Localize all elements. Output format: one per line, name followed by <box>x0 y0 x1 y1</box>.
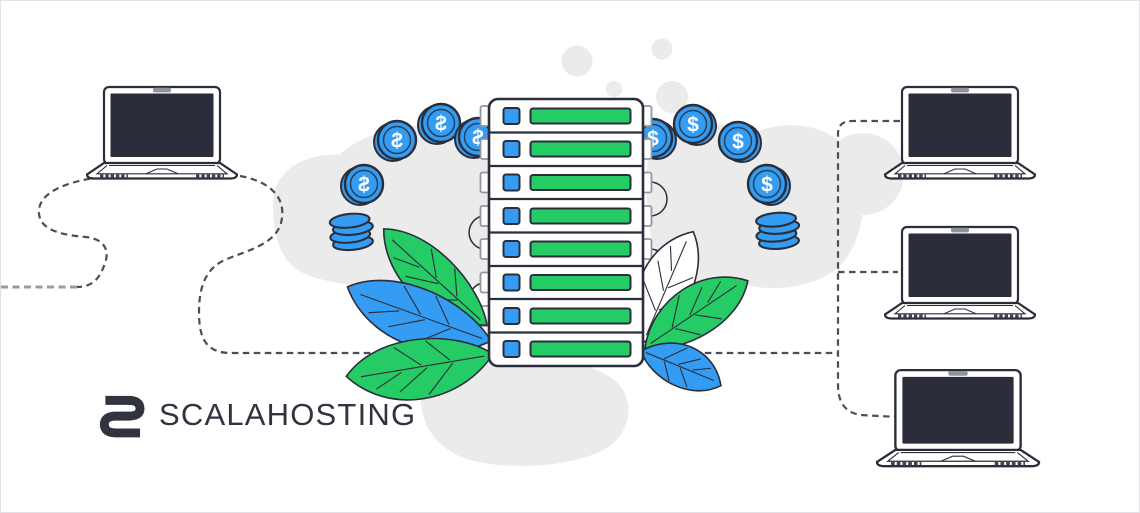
server-bar <box>529 140 632 158</box>
coin-stack-left <box>327 210 377 254</box>
server-row-dividers <box>489 131 643 334</box>
scalahosting-s-icon <box>99 395 145 438</box>
brand-logo: SCALAHOSTING <box>99 395 416 438</box>
server-led <box>502 340 521 358</box>
bg-circle <box>651 38 673 60</box>
connection-lines <box>1 119 900 419</box>
server-led <box>502 240 521 258</box>
brand-name: SCALAHOSTING <box>159 397 416 432</box>
coin-stack-right <box>753 209 803 252</box>
server-bar <box>529 240 632 258</box>
dollar-symbol: $ <box>435 113 447 136</box>
dollar-symbol: $ <box>761 174 773 197</box>
server-rack <box>487 97 645 368</box>
server-led <box>502 207 521 225</box>
laptop-left <box>85 85 239 181</box>
server-led <box>502 307 521 325</box>
bg-circle <box>656 81 688 113</box>
server-bar <box>529 274 632 291</box>
dollar-symbol: $ <box>391 130 403 153</box>
server-bar <box>529 107 632 125</box>
server-bar <box>529 340 632 358</box>
connection-right-trunk <box>836 119 900 419</box>
server-led <box>502 173 521 192</box>
server-bar <box>529 307 632 325</box>
dollar-coin: $ <box>340 163 385 206</box>
server-bar <box>529 207 632 225</box>
bg-blob-right <box>646 124 864 289</box>
bg-blob-bottom <box>420 358 629 466</box>
bg-circle <box>561 45 593 77</box>
server-led <box>502 140 521 158</box>
dollar-coin: $ <box>417 102 462 145</box>
laptop-right-bottom <box>875 368 1041 468</box>
server-cable-arc <box>649 181 668 217</box>
server-leds <box>502 107 521 358</box>
dollar-symbol: $ <box>687 114 699 137</box>
dollar-coin: $ <box>373 119 418 162</box>
connection-left-laptop-to-edge <box>37 175 108 289</box>
server-led <box>502 107 521 125</box>
dollar-symbol: $ <box>732 131 744 154</box>
dollar-coin: $ <box>717 120 762 163</box>
server-bar <box>529 174 632 191</box>
laptop-right-top <box>883 85 1037 181</box>
dollar-coin: $ <box>672 103 717 146</box>
dollar-symbol: $ <box>358 174 370 197</box>
dollar-coin: $ <box>746 163 791 206</box>
server-led <box>502 273 521 292</box>
server-bars <box>529 107 632 358</box>
laptop-right-middle <box>883 225 1037 321</box>
server-cable-arc <box>468 215 483 250</box>
bg-circle <box>822 133 904 215</box>
bg-circle <box>606 81 622 97</box>
